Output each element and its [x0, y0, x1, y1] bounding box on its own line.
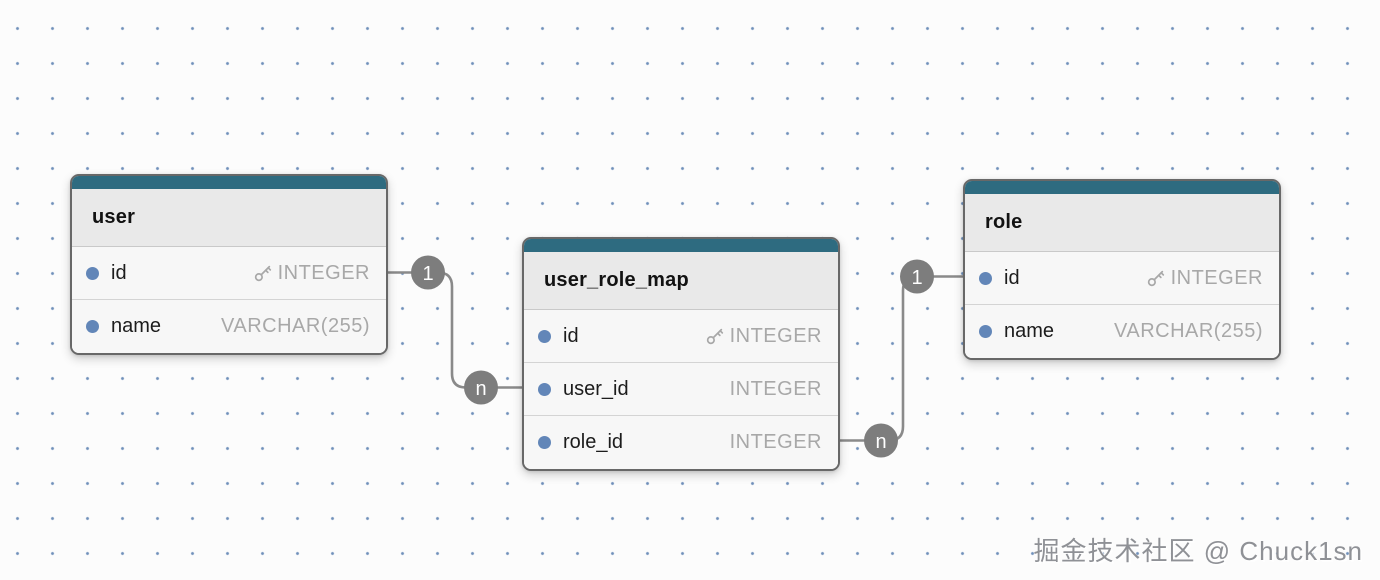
table-row-role-name[interactable]: name VARCHAR(255) [965, 305, 1279, 358]
table-row-map-user-id[interactable]: user_id INTEGER [524, 363, 838, 416]
field-dot-icon [979, 271, 992, 285]
field-name: id [1004, 266, 1020, 289]
table-row-map-role-id[interactable]: role_id INTEGER [524, 416, 838, 469]
field-dot-icon [538, 436, 551, 449]
field-type-label: INTEGER [1170, 266, 1263, 289]
field-type: VARCHAR(255) [221, 315, 370, 338]
table-row-user-id[interactable]: id INTEGER [72, 247, 386, 300]
table-row-user-name[interactable]: name VARCHAR(255) [72, 300, 386, 353]
table-user-role-map[interactable]: user_role_map id INTEGER user_id INTEGER… [522, 237, 840, 471]
table-role[interactable]: role id INTEGER name VARCHAR(255) [963, 179, 1281, 360]
field-name: user_id [563, 377, 629, 400]
table-user[interactable]: user id INTEGER name VARCHAR(255) [70, 174, 388, 355]
field-type-label: INTEGER [277, 261, 370, 284]
field-type-label: INTEGER [729, 324, 822, 347]
field-type-label: VARCHAR(255) [221, 315, 370, 337]
field-dot-icon [538, 382, 551, 396]
cardinality-one-label: 1 [422, 263, 433, 285]
field-name: id [111, 261, 127, 284]
relationship-line-role-map[interactable] [840, 275, 963, 442]
cardinality-one-circle[interactable] [411, 255, 445, 290]
table-title: user [92, 206, 136, 228]
table-row-map-id[interactable]: id INTEGER [524, 310, 838, 363]
field-type-label: INTEGER [729, 377, 822, 400]
field-dot-icon [979, 325, 992, 338]
primary-key-icon [1147, 270, 1164, 286]
field-name: name [1004, 320, 1055, 342]
table-accent-bar [72, 176, 386, 189]
table-header-user[interactable]: user [72, 189, 386, 247]
primary-key-icon [706, 328, 723, 344]
field-name: name [111, 315, 162, 337]
cardinality-one-circle[interactable] [900, 259, 934, 294]
table-title: user_role_map [544, 269, 689, 291]
table-accent-bar [524, 239, 838, 252]
table-header-user-role-map[interactable]: user_role_map [524, 252, 838, 310]
field-type: INTEGER [1146, 267, 1263, 290]
cardinality-n-circle[interactable] [464, 370, 498, 405]
field-type: INTEGER [730, 378, 822, 401]
table-accent-bar [965, 181, 1279, 194]
relationship-line-user-map[interactable] [388, 271, 522, 389]
field-name: id [563, 324, 579, 347]
cardinality-n-circle[interactable] [864, 423, 898, 458]
field-type: VARCHAR(255) [1114, 320, 1263, 343]
cardinality-one-label: 1 [911, 267, 922, 289]
primary-key-icon [254, 265, 271, 281]
field-dot-icon [86, 266, 99, 280]
table-header-role[interactable]: role [965, 194, 1279, 252]
cardinality-n-label: n [475, 378, 486, 400]
cardinality-n-label: n [875, 431, 886, 453]
field-name: role_id [563, 431, 624, 453]
table-row-role-id[interactable]: id INTEGER [965, 252, 1279, 305]
field-type-label: INTEGER [729, 431, 822, 453]
watermark-text: 掘金技术社区 @ Chuck1sn [1033, 536, 1363, 566]
field-type: INTEGER [253, 262, 370, 285]
field-dot-icon [86, 320, 99, 333]
field-type: INTEGER [730, 431, 822, 454]
field-type-label: VARCHAR(255) [1114, 320, 1263, 342]
field-type: INTEGER [705, 325, 822, 348]
table-title: role [985, 211, 1023, 233]
field-dot-icon [538, 329, 551, 343]
